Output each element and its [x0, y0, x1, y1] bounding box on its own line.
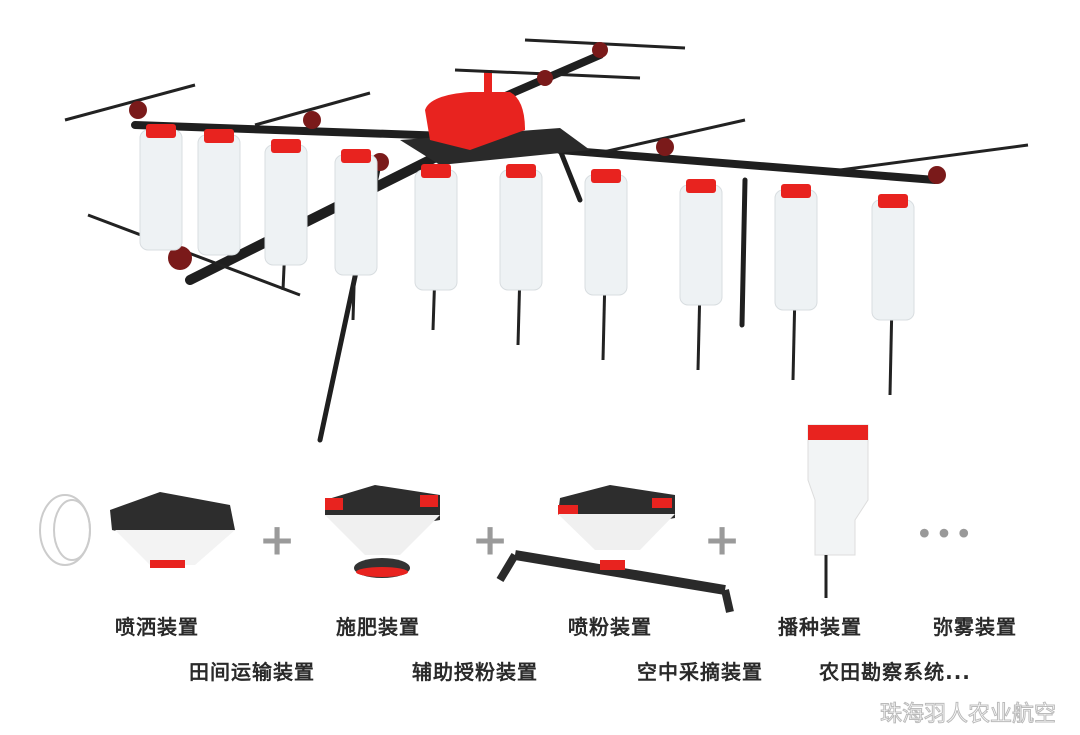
plus-separator: + — [258, 514, 296, 566]
tank — [264, 144, 308, 266]
tank — [499, 169, 543, 291]
tank-cap — [781, 184, 811, 198]
label-misting: 弥雾装置 — [933, 615, 1017, 639]
label-field-transport: 田间运输装置 — [189, 660, 315, 684]
label-field-survey: 农田勘察系统... — [819, 660, 971, 684]
label-seeding: 播种装置 — [778, 615, 862, 639]
tank — [197, 134, 241, 256]
tank — [679, 184, 723, 306]
tank-cap — [271, 139, 301, 153]
spray-device — [110, 492, 235, 568]
label-spraying: 喷洒装置 — [115, 615, 199, 639]
spray-tanks — [139, 124, 915, 396]
tank-cap — [146, 124, 176, 138]
label-fertilizing: 施肥装置 — [336, 615, 420, 639]
tank — [414, 169, 458, 291]
tank — [871, 199, 915, 321]
seeding-device — [807, 424, 869, 598]
label-pollination: 辅助授粉装置 — [412, 660, 538, 684]
hose-kit — [39, 494, 91, 566]
tank — [139, 129, 183, 251]
tank-cap — [686, 179, 716, 193]
flight-controller-cover — [425, 92, 525, 150]
plus-separator: + — [471, 514, 509, 566]
tank-cap — [591, 169, 621, 183]
watermark: 珠海羽人农业航空 — [879, 702, 1057, 728]
tank-cap — [878, 194, 908, 208]
tank-cap — [341, 149, 371, 163]
label-dusting: 喷粉装置 — [568, 615, 652, 639]
tank — [334, 154, 378, 276]
plus-separator: + — [703, 514, 741, 566]
label-aerial-picking: 空中采摘装置 — [637, 660, 763, 684]
tank-cap — [506, 164, 536, 178]
tank — [584, 174, 628, 296]
dusting-device — [496, 485, 734, 613]
tank-cap — [421, 164, 451, 178]
gps-antenna — [484, 70, 492, 98]
fertilizer-device — [325, 485, 440, 578]
tank-cap — [204, 129, 234, 143]
more-indicator: ••• — [915, 517, 975, 553]
tank — [774, 189, 818, 311]
